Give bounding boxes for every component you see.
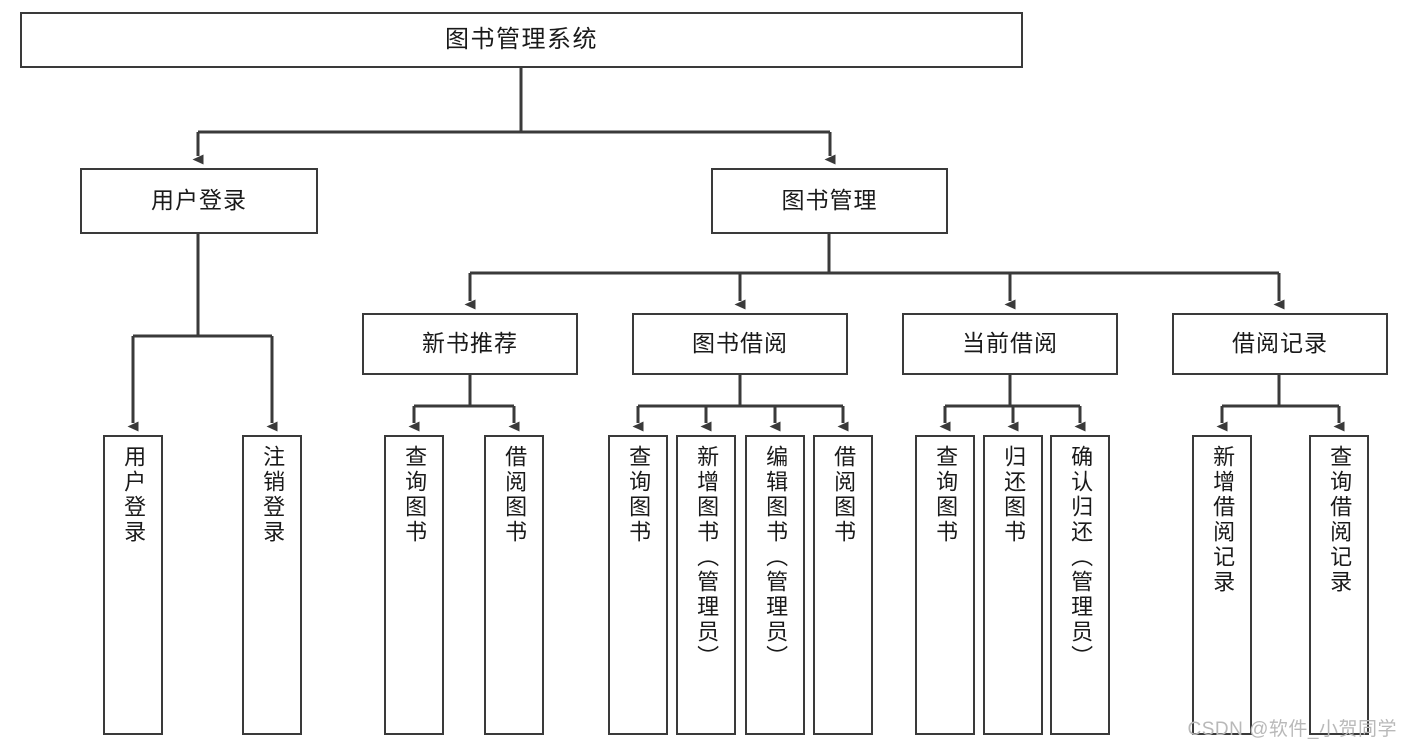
node-new-book-recommend[interactable]: 新书推荐	[362, 313, 578, 375]
node-leaf-confirm-return-label: 确认归还（管理员）	[1068, 445, 1094, 670]
node-leaf-add-record-label: 新增借阅记录	[1210, 445, 1236, 595]
node-leaf-add-book-label: 新增图书（管理员）	[694, 445, 720, 670]
node-leaf-query-book-2[interactable]: 查询图书	[608, 435, 668, 735]
node-leaf-query-record[interactable]: 查询借阅记录	[1309, 435, 1369, 735]
node-leaf-add-book[interactable]: 新增图书（管理员）	[676, 435, 736, 735]
node-leaf-logout[interactable]: 注销登录	[242, 435, 302, 735]
node-leaf-edit-book-label: 编辑图书（管理员）	[763, 445, 789, 670]
node-book-borrow[interactable]: 图书借阅	[632, 313, 848, 375]
node-book-management-label: 图书管理	[781, 187, 878, 214]
node-leaf-add-record[interactable]: 新增借阅记录	[1192, 435, 1252, 735]
node-leaf-borrow-book-1-label: 借阅图书	[502, 445, 528, 545]
node-leaf-return-book-label: 归还图书	[1001, 445, 1027, 545]
node-leaf-query-book-1[interactable]: 查询图书	[384, 435, 444, 735]
node-leaf-borrow-book-2[interactable]: 借阅图书	[813, 435, 873, 735]
node-root-label: 图书管理系统	[445, 25, 598, 53]
node-leaf-query-book-3-label: 查询图书	[933, 445, 959, 545]
node-leaf-query-book-2-label: 查询图书	[626, 445, 652, 545]
node-book-borrow-label: 图书借阅	[692, 330, 788, 357]
node-leaf-confirm-return[interactable]: 确认归还（管理员）	[1050, 435, 1110, 735]
node-leaf-logout-label: 注销登录	[260, 445, 286, 545]
node-user-login[interactable]: 用户登录	[80, 168, 318, 234]
node-borrow-record[interactable]: 借阅记录	[1172, 313, 1388, 375]
node-leaf-query-record-label: 查询借阅记录	[1327, 445, 1353, 595]
watermark-text: CSDN @软件_小贺同学	[1187, 719, 1397, 740]
node-borrow-record-label: 借阅记录	[1232, 330, 1328, 357]
node-leaf-edit-book[interactable]: 编辑图书（管理员）	[745, 435, 805, 735]
node-leaf-user-login-label: 用户登录	[121, 445, 147, 545]
node-user-login-label: 用户登录	[151, 187, 247, 214]
node-root[interactable]: 图书管理系统	[20, 12, 1023, 68]
node-current-borrow-label: 当前借阅	[962, 330, 1058, 357]
node-leaf-borrow-book-1[interactable]: 借阅图书	[484, 435, 544, 735]
node-new-book-recommend-label: 新书推荐	[422, 330, 518, 357]
node-current-borrow[interactable]: 当前借阅	[902, 313, 1118, 375]
node-book-management[interactable]: 图书管理	[711, 168, 948, 234]
node-leaf-query-book-3[interactable]: 查询图书	[915, 435, 975, 735]
node-leaf-return-book[interactable]: 归还图书	[983, 435, 1043, 735]
node-leaf-borrow-book-2-label: 借阅图书	[831, 445, 857, 545]
node-leaf-query-book-1-label: 查询图书	[402, 445, 428, 545]
node-leaf-user-login[interactable]: 用户登录	[103, 435, 163, 735]
